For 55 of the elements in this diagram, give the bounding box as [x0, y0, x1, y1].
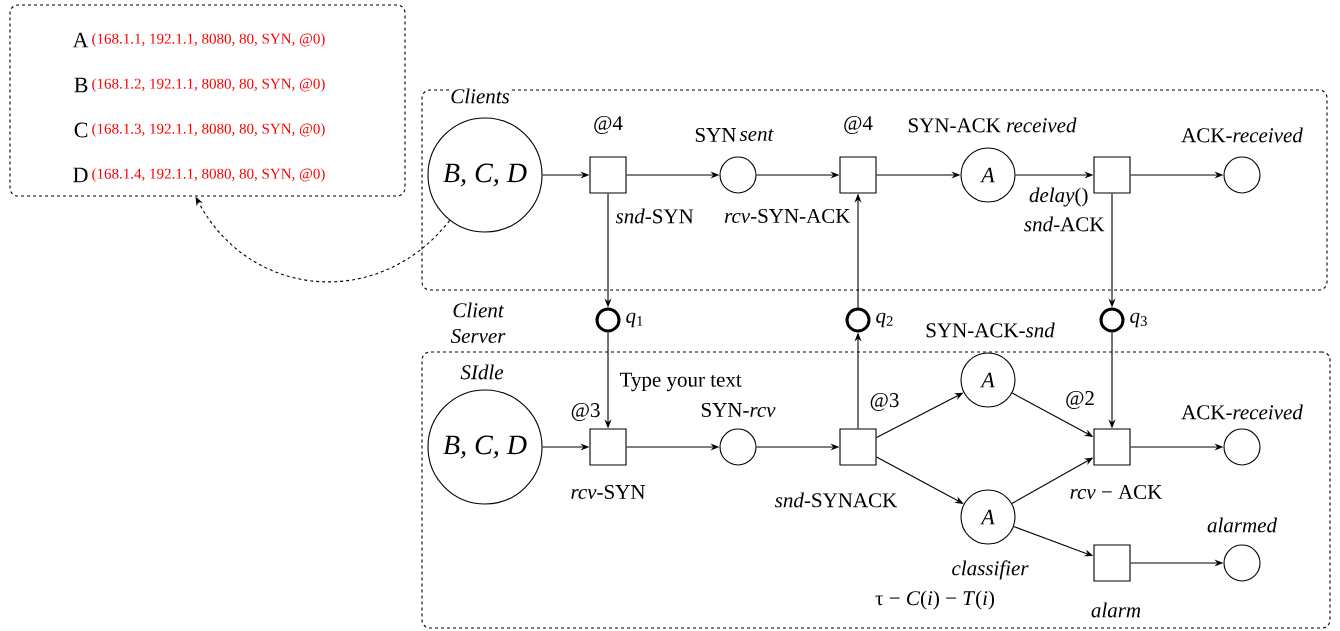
place-label: SIdle [460, 364, 504, 380]
place-label: @4 [844, 116, 873, 134]
place-label: SYN-rcv [701, 402, 776, 418]
place-label: @2 [1066, 391, 1094, 409]
place-label: snd-SYNACK [775, 492, 898, 508]
transition-box [1093, 544, 1131, 582]
place-label: delay() [1029, 187, 1088, 207]
place-label: @3 [870, 393, 899, 411]
queue-place [845, 307, 871, 333]
place-label: snd-SYN [615, 208, 694, 224]
transition-box [839, 156, 877, 194]
place-label: τ − C(i) − T(i) [875, 590, 995, 610]
transition-box [1093, 428, 1131, 466]
queue-place [1099, 307, 1125, 333]
place-label: q$_{3}$ [1130, 312, 1147, 328]
group-frame [421, 351, 1331, 629]
token-label: C [74, 122, 88, 138]
place-circle [1223, 428, 1261, 466]
token-tuple: (168.1.4, 192.1.1, 8080, 80, SYN, @0) [92, 168, 325, 182]
place-label: rcv-SYN [571, 484, 646, 500]
place-label: q$_{2}$ [876, 312, 893, 328]
place-label: Type your text [619, 372, 742, 392]
place-circle [719, 428, 757, 466]
place-circle [719, 156, 757, 194]
place-label: SYN-ACK received [908, 117, 1077, 133]
transition-box [839, 428, 877, 466]
place-circle [1223, 544, 1261, 582]
group-title: Clients [449, 87, 511, 105]
place-label: rcv-SYN-ACK [724, 208, 851, 224]
transition-box [589, 156, 627, 194]
transition-box [589, 428, 627, 466]
queue-place [595, 307, 621, 333]
place-label: classifier [952, 560, 1029, 580]
place-label: q$_{1}$ [626, 312, 643, 328]
place-label: rcv − ACK [1070, 484, 1163, 500]
place-label: ACK-received [1181, 404, 1303, 420]
token-label: B [74, 77, 88, 93]
token-label: D [73, 167, 88, 183]
token-label: A [72, 32, 89, 48]
token-tuple: (168.1.2, 192.1.1, 8080, 80, SYN, @0) [92, 78, 325, 92]
place-label: alarmed [1207, 517, 1278, 533]
place-label: ACK-received [1181, 127, 1303, 143]
place-label: alarm [1091, 602, 1141, 618]
place-circle [1223, 156, 1261, 194]
place-label: @4 [594, 116, 623, 134]
token-tuple: (168.1.3, 192.1.1, 8080, 80, SYN, @0) [92, 123, 325, 137]
place-label: SYN-ACK-snd [926, 322, 1055, 338]
place-label: snd-ACK [1024, 216, 1105, 232]
place-label: SYN [695, 127, 736, 143]
place-label: @3 [571, 403, 600, 421]
section-label: Client [453, 302, 505, 318]
section-label: Server [450, 328, 506, 344]
place-label: sent [739, 129, 774, 141]
token-tuple: (168.1.1, 192.1.1, 8080, 80, SYN, @0) [92, 33, 325, 47]
transition-box [1093, 156, 1131, 194]
